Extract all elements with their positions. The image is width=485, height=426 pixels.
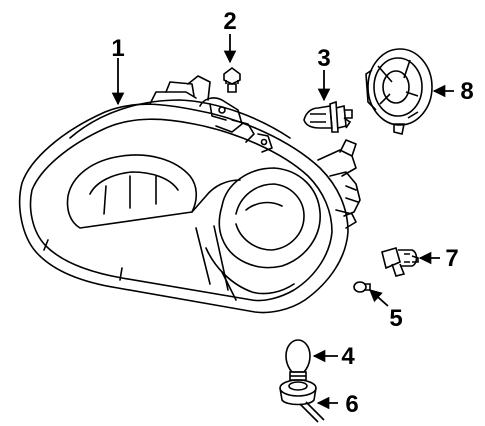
signal-bulb <box>285 339 311 381</box>
callout-4: 4 <box>341 343 355 370</box>
signal-socket <box>279 379 325 423</box>
wedge-bulb <box>353 281 371 293</box>
callout-leaders <box>111 34 454 410</box>
mounting-bolt <box>223 67 241 93</box>
bulb-retainer-ring <box>365 48 433 135</box>
leader-5 <box>369 289 389 307</box>
callout-2: 2 <box>223 8 236 35</box>
callout-5: 5 <box>389 305 402 332</box>
callout-8: 8 <box>460 78 473 105</box>
callout-7: 7 <box>445 245 458 272</box>
side-lamp-socket <box>381 247 419 277</box>
callout-numbers: 1 2 3 4 5 6 7 8 <box>111 8 473 418</box>
callout-1: 1 <box>111 35 124 62</box>
headlamp-assembly <box>18 75 361 314</box>
halogen-bulb <box>303 100 353 133</box>
callout-3: 3 <box>317 45 330 72</box>
callout-6: 6 <box>345 391 358 418</box>
